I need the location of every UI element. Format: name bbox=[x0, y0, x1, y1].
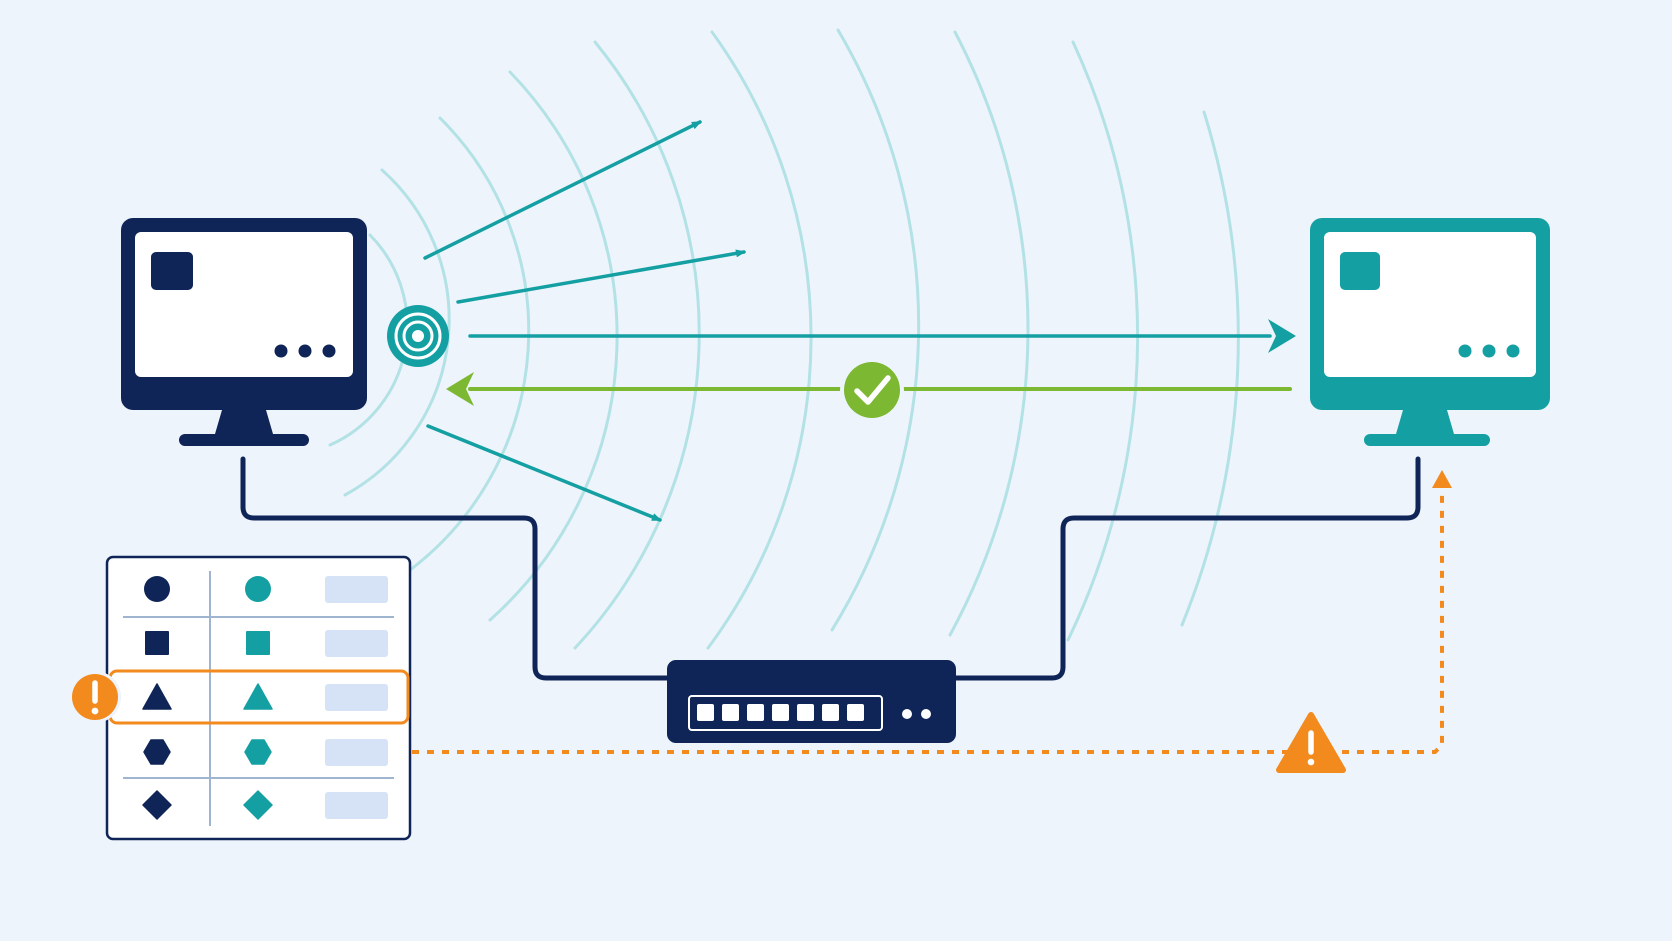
cable-source-to-switch bbox=[240, 456, 673, 681]
table-row[interactable] bbox=[142, 790, 388, 820]
source-window-icon bbox=[151, 252, 193, 290]
triangle-icon bbox=[243, 683, 273, 710]
wave-5 bbox=[573, 40, 701, 650]
broadcast-arrows bbox=[423, 120, 746, 522]
value-pill bbox=[325, 792, 388, 819]
target-monitor-base bbox=[1364, 434, 1490, 446]
warning-path bbox=[412, 470, 1452, 754]
network-cables bbox=[240, 456, 1421, 681]
wave-4 bbox=[488, 70, 619, 622]
square-icon bbox=[145, 631, 169, 655]
triangle-icon bbox=[142, 683, 172, 710]
request-arrow bbox=[468, 319, 1296, 353]
source-monitor-neck bbox=[215, 410, 273, 434]
broadcast-arrow-up-shallow bbox=[456, 249, 746, 304]
diamond-icon bbox=[142, 790, 172, 820]
exclamation-circle-icon bbox=[69, 671, 121, 723]
warning-triangle-icon bbox=[1276, 712, 1346, 773]
table-row[interactable] bbox=[144, 576, 388, 603]
warning-path-arrowhead bbox=[1432, 470, 1452, 488]
wave-7 bbox=[830, 28, 921, 632]
circle-icon bbox=[245, 576, 271, 602]
wave-9 bbox=[1066, 40, 1140, 642]
value-pill bbox=[325, 630, 388, 657]
table-row-flagged[interactable] bbox=[108, 669, 410, 725]
acknowledgement-badge bbox=[840, 358, 904, 422]
value-pill bbox=[325, 739, 388, 766]
value-pill bbox=[325, 684, 388, 711]
target-computer[interactable] bbox=[1310, 218, 1550, 446]
cable-switch-to-target bbox=[950, 456, 1421, 681]
switch-port-panel bbox=[688, 695, 883, 731]
hexagon-icon bbox=[143, 739, 171, 765]
wave-8 bbox=[948, 30, 1030, 637]
checkmark-icon bbox=[844, 362, 900, 418]
broadcast-arrow-up-steep bbox=[423, 120, 702, 260]
hexagon-icon bbox=[244, 739, 272, 765]
data-table bbox=[105, 555, 412, 841]
broadcast-arrow-down bbox=[426, 424, 662, 522]
network-switch-icon[interactable] bbox=[667, 660, 956, 743]
target-window-icon bbox=[1340, 252, 1380, 290]
value-pill bbox=[325, 576, 388, 603]
target-monitor-neck bbox=[1396, 410, 1454, 434]
table-row[interactable] bbox=[143, 739, 388, 766]
source-monitor-base bbox=[179, 434, 309, 446]
circle-icon bbox=[144, 576, 170, 602]
diamond-icon bbox=[243, 790, 273, 820]
source-computer[interactable] bbox=[121, 218, 367, 446]
square-icon bbox=[246, 631, 270, 655]
table-row[interactable] bbox=[145, 630, 388, 657]
radar-signal-icon bbox=[387, 305, 449, 367]
wave-10 bbox=[1180, 110, 1240, 627]
wave-6 bbox=[706, 30, 813, 650]
